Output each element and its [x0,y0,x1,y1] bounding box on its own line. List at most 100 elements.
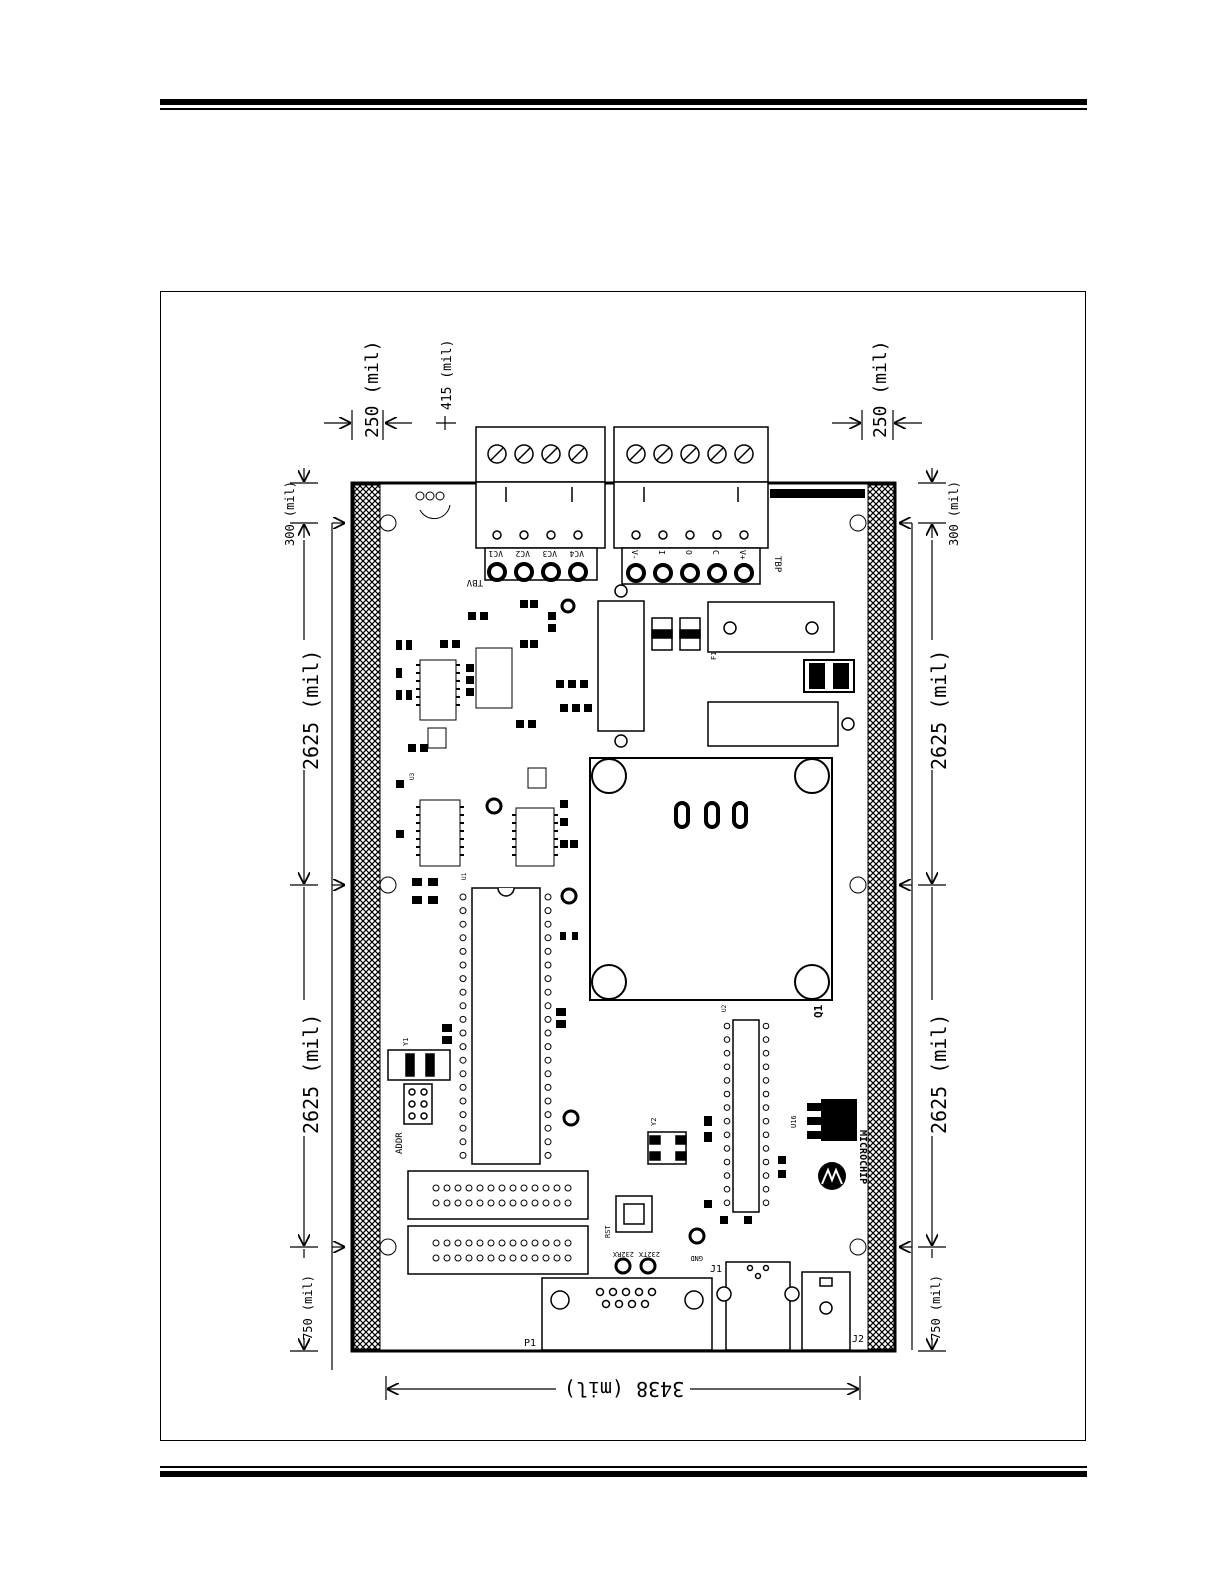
pin-hole [459,1124,467,1132]
header-pin [542,1199,550,1207]
header-pin [509,1239,517,1247]
pin-hole [762,1158,770,1166]
box-header-pins [432,1184,572,1262]
pin-hole [762,1077,770,1084]
header-pin [465,1199,473,1207]
header-pin [498,1239,506,1247]
u3-label: U3 [409,772,416,780]
header-pin [432,1199,440,1207]
pin-hole [459,988,467,996]
header-pin [542,1184,550,1192]
pin-hole [459,1070,467,1078]
mcu-dip40-pins [459,893,552,1159]
ic-dip28 [732,1019,760,1213]
pin-hole [762,1131,770,1139]
tbp-pin-4: C [711,550,720,555]
resistor-large [707,701,855,747]
crystal-y1-label: Y1 [402,1038,410,1046]
rs232rx-label: 232RX [612,1250,634,1258]
header-pin [454,1239,462,1247]
header-pin [487,1184,495,1192]
pin-hole [762,1117,770,1125]
module-q1-label: Q1 [812,1004,825,1018]
tbp-pads [621,547,761,585]
pin-hole [544,1083,552,1091]
pin-hole [762,1036,770,1043]
pin-hole [762,1090,770,1098]
bottom-rule-thick [160,1471,1087,1477]
rst-label: RST [604,1225,612,1238]
pin-hole [544,1002,552,1010]
pin-hole [723,1077,731,1084]
header-pin [487,1239,495,1247]
left-rail-hatch [353,484,381,1350]
header-pin [542,1239,550,1247]
pin-hole [544,920,552,928]
pin-hole [459,1111,467,1119]
pin-hole [459,1015,467,1023]
ic-cluster-top [419,647,555,867]
dim-top-left-250 [324,410,412,440]
pin-hole [544,988,552,996]
header-pin [465,1184,473,1192]
tbv-pads [484,547,598,582]
pin-hole [459,1151,467,1159]
crystal-y2-label: Y2 [650,1118,658,1126]
fuse-f1 [707,601,835,653]
header-pin [531,1239,539,1247]
fuse-f1-label: F1 [710,652,718,660]
pin-hole [762,1199,770,1207]
j2-label: J2 [852,1334,864,1345]
header-pin [498,1199,506,1207]
header-pin [553,1199,561,1207]
shunt-resistor [597,584,645,748]
pin-hole [762,1172,770,1179]
header-pin [443,1199,451,1207]
pin-hole [459,934,467,942]
dim-left-2625-b-text: 2625 (mil) [299,1014,323,1134]
ic-pins-top [416,664,558,856]
header-pin [553,1184,561,1192]
pin-hole [723,1145,731,1152]
pin-hole [544,1029,552,1037]
pin-hole [723,1199,731,1207]
header-pin [531,1199,539,1207]
header-pin [564,1239,572,1247]
pin-hole [544,907,552,915]
pin-hole [544,1111,552,1119]
pin-hole [459,1002,467,1010]
terminal-block-tbv [475,426,606,549]
header-pin [553,1239,561,1247]
tbp-label: TBP [772,556,782,573]
pin-hole [544,1138,552,1146]
pin-hole [762,1185,770,1193]
pin-hole [459,947,467,955]
pin-hole [544,1070,552,1078]
terminal-block-tbp [613,426,769,549]
microchip-logo [818,1162,846,1190]
header-pin [520,1199,528,1207]
header-pin [509,1199,517,1207]
dim-left-2625-a-text: 2625 (mil) [299,650,323,770]
dim-left-300-text: 300 (mil) [283,481,297,546]
dim-left-750-text: 750 (mil) [301,1275,315,1340]
dim-right-2625-b-text: 2625 (mil) [927,1014,951,1134]
u1-label: U1 [461,872,468,880]
header-pin [476,1254,484,1262]
header-pin [564,1199,572,1207]
pin-hole [544,975,552,983]
pin-hole [544,1097,552,1105]
dim-top-right-250-text: 250 (mil) [870,340,891,438]
pin-hole [544,934,552,942]
dim-right-2625-a-text: 2625 (mil) [927,650,951,770]
header-pin [531,1254,539,1262]
header-pin [520,1239,528,1247]
pin-hole [544,1124,552,1132]
header-pin [465,1254,473,1262]
addr-jumper [403,1083,433,1125]
pin-hole [459,1138,467,1146]
tbv-label: TBV [466,577,483,587]
tbv-pin-3: VC3 [542,549,557,558]
pin-hole [723,1185,731,1193]
pin-hole [762,1145,770,1152]
